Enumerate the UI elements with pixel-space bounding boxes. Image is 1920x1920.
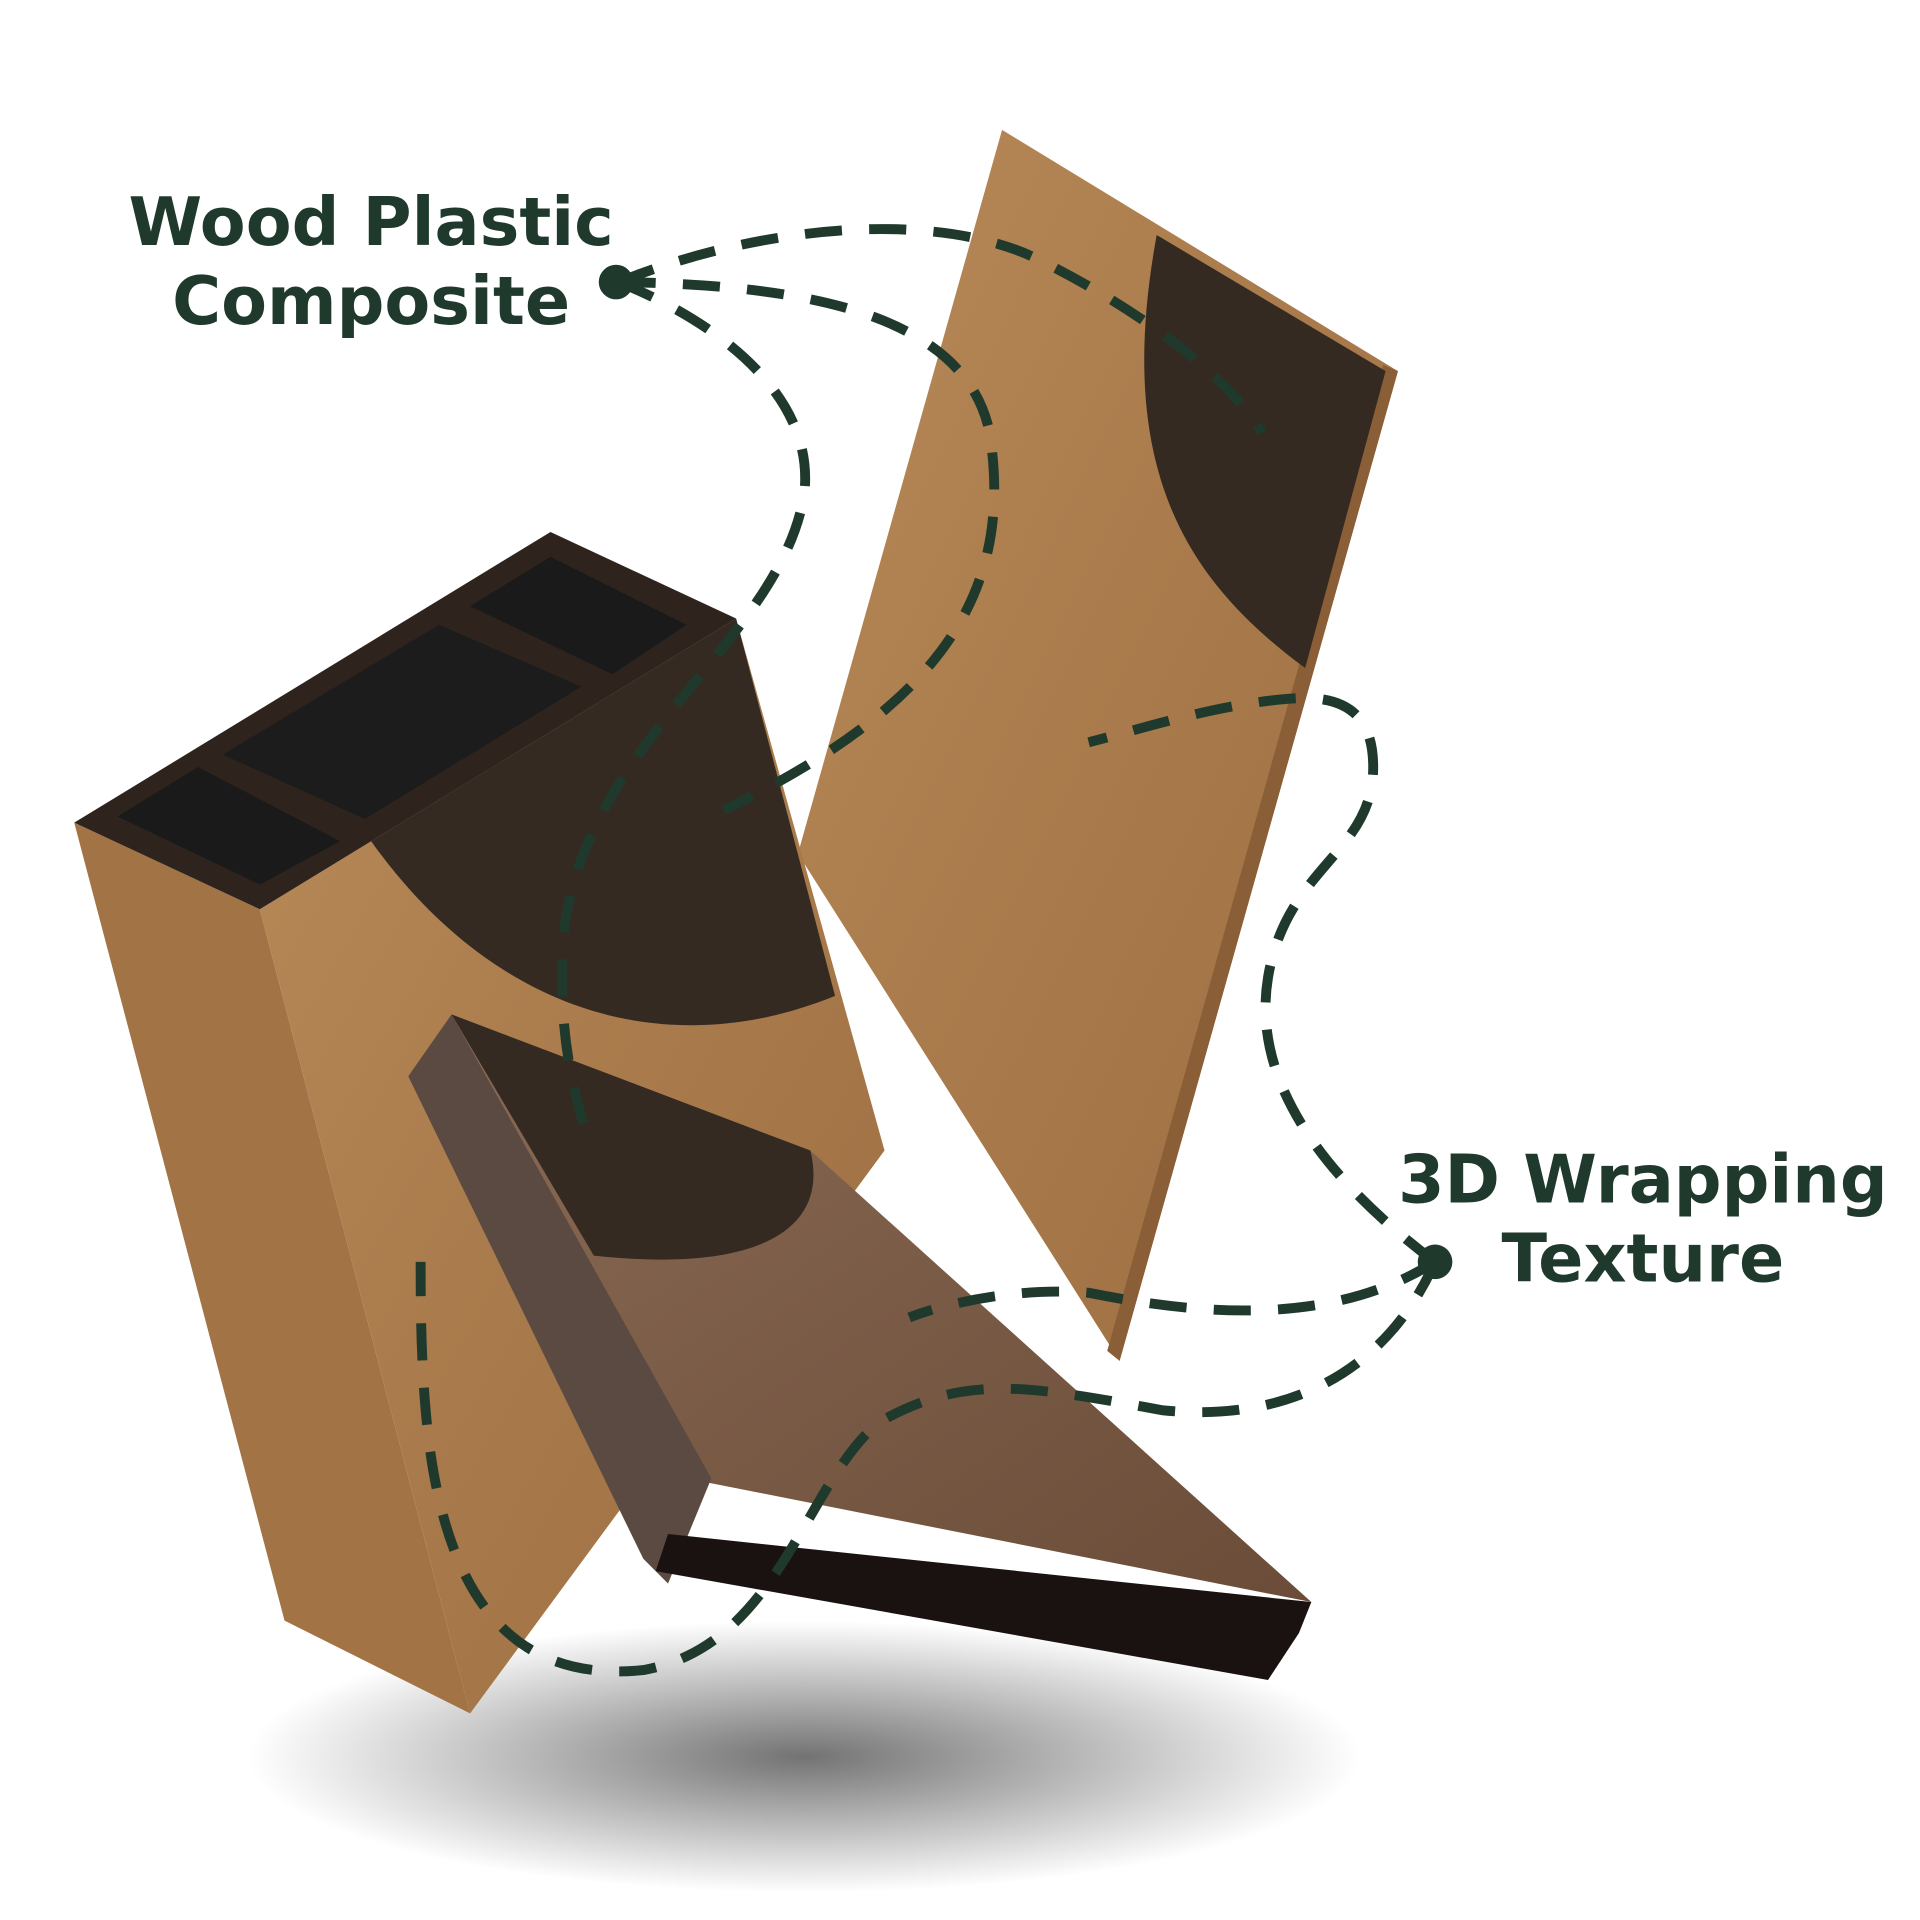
post-core-cutaway — [371, 618, 836, 1026]
wpc-callout-dot — [598, 264, 634, 300]
decking-board — [408, 1014, 1312, 1680]
texture-callout-dot — [1417, 1244, 1453, 1280]
wall-panel — [797, 129, 1398, 1361]
wrap-label-line2: Texture — [1501, 1220, 1784, 1298]
wpc-label-line1: Wood Plastic — [129, 183, 614, 261]
panel-core-cutaway — [1144, 235, 1386, 669]
floor-shadow — [247, 1620, 1361, 1893]
wrap-label-line1: 3D Wrapping — [1398, 1140, 1888, 1218]
wpc-label-line2: Composite — [172, 262, 570, 340]
callout-lines — [415, 224, 1453, 1677]
deck-core-cutaway — [451, 1014, 814, 1260]
